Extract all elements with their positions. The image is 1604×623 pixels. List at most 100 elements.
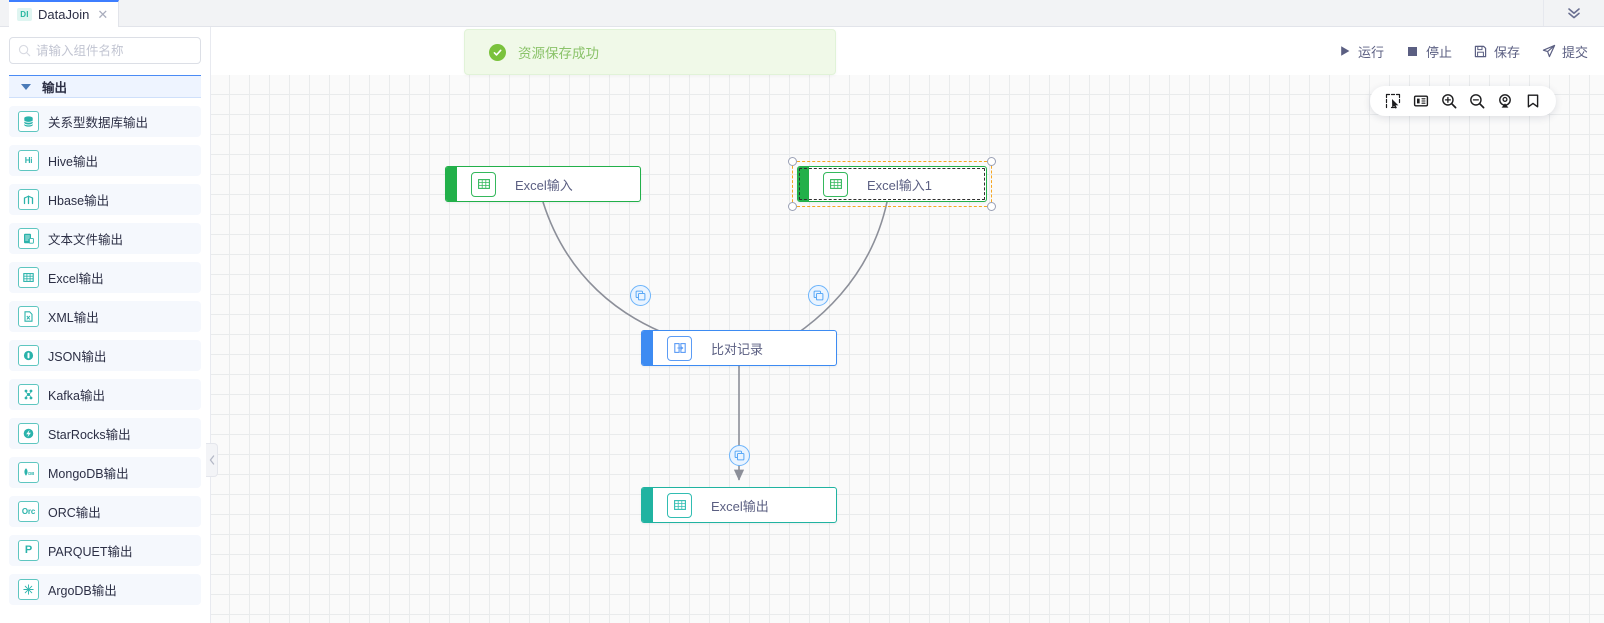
node-accent-bar [642,488,653,522]
component-label: Kafka输出 [48,389,105,403]
component-label: JSON输出 [48,350,107,364]
sidebar-collapse-handle[interactable] [206,443,218,477]
search-section [0,27,210,64]
marquee-select-icon [1385,93,1401,109]
orc-icon: Orc [18,501,39,522]
zoom-in-tool[interactable] [1435,87,1463,115]
bookmark-icon [1527,94,1539,108]
copy-layers-icon [813,290,824,301]
component-item-mongodb-output[interactable]: DB MongoDB输出 [9,457,201,488]
component-label: StarRocks输出 [48,428,131,442]
copy-layers-icon [635,290,646,301]
argodb-icon [18,579,39,600]
tabbar-collapse-button[interactable] [1543,0,1604,26]
toast-message: 资源保存成功 [518,46,599,61]
submit-icon [1542,44,1556,58]
zoom-out-icon [1470,94,1485,109]
database-icon [18,111,39,132]
compare-records-icon [667,335,692,361]
stop-icon [1406,44,1420,58]
flow-node-excel-out[interactable]: Excel输出 [641,487,837,523]
component-item-text-file-output[interactable]: 文本文件输出 [9,223,201,254]
fit-view-tool[interactable] [1491,87,1519,115]
minimap-icon [1413,95,1429,107]
kafka-icon [18,384,39,405]
component-label: Excel输出 [48,272,104,286]
double-chevron-down-icon [1568,8,1580,19]
component-label: Hbase输出 [48,194,110,208]
flow-node-excel-in-1[interactable]: Excel输入1 [797,166,987,202]
component-item-starrocks-output[interactable]: StarRocks输出 [9,418,201,449]
stop-label: 停止 [1425,44,1452,60]
success-check-icon [489,43,506,61]
stop-button[interactable]: 停止 [1406,42,1452,61]
edge-button-excel-in1-to-compare[interactable] [808,285,829,306]
component-item-json-output[interactable]: JSON输出 [9,340,201,371]
component-item-orc-output[interactable]: Orc ORC输出 [9,496,201,527]
bookmark-tool[interactable] [1519,87,1547,115]
component-label: ORC输出 [48,506,101,520]
edge-excel-in-to-compare [542,201,712,351]
excel-table-icon [823,171,848,197]
save-icon [1474,44,1488,58]
node-label: Excel输入1 [867,177,933,193]
toolbar-actions: 运行 停止 保存 提 [1338,27,1588,75]
run-button[interactable]: 运行 [1338,42,1384,61]
component-label: MongoDB输出 [48,467,129,481]
chevron-left-icon [209,455,214,465]
json-icon [18,345,39,366]
node-label: Excel输入 [515,177,573,193]
component-item-xml-output[interactable]: XML输出 [9,301,201,332]
save-button[interactable]: 保存 [1474,42,1520,61]
flow-node-compare-records[interactable]: 比对记录 [641,330,837,366]
component-item-parquet-output[interactable]: P PARQUET输出 [9,535,201,566]
category-label: 输出 [42,81,68,95]
node-accent-bar [798,167,809,201]
tab-datajoin[interactable]: DI DataJoin ✕ [9,0,120,27]
toast-notification: 资源保存成功 [464,29,836,75]
component-label: XML输出 [48,311,99,325]
hbase-icon [18,189,39,210]
component-label: PARQUET输出 [48,545,133,559]
excel-icon [18,267,39,288]
component-item-hive-output[interactable]: Hi Hive输出 [9,145,201,176]
category-header-output[interactable]: 输出 [9,75,201,98]
xml-file-icon [18,306,39,327]
save-label: 保存 [1493,44,1520,60]
node-accent-bar [446,167,457,201]
component-item-argodb-output[interactable]: ArgoDB输出 [9,574,201,605]
submit-button[interactable]: 提交 [1542,42,1588,61]
flow-canvas[interactable]: Excel输入 Excel输入1 [211,27,1604,623]
flow-edges [542,201,888,481]
close-icon[interactable]: ✕ [97,7,109,22]
search-box[interactable] [9,37,201,64]
search-icon [18,44,31,57]
search-input[interactable] [10,43,200,58]
flow-node-excel-in[interactable]: Excel输入 [445,166,641,202]
component-item-kafka-output[interactable]: Kafka输出 [9,379,201,410]
hive-icon: Hi [18,150,39,171]
tab-type-badge: DI [17,8,32,21]
caret-down-icon [21,83,31,90]
select-box-tool[interactable] [1379,87,1407,115]
edge-button-excel-in-to-compare[interactable] [630,285,651,306]
component-label: ArgoDB输出 [48,584,117,598]
text-file-icon [18,228,39,249]
zoom-out-tool[interactable] [1463,87,1491,115]
fit-view-icon [1499,94,1511,108]
submit-label: 提交 [1561,44,1588,60]
excel-table-icon [471,171,496,197]
node-label: Excel输出 [711,498,769,514]
edge-button-compare-to-excel-out[interactable] [729,445,750,466]
canvas-toolbar [1370,86,1556,116]
component-item-hbase-output[interactable]: Hbase输出 [9,184,201,215]
minimap-tool[interactable] [1407,87,1435,115]
zoom-in-icon [1442,94,1457,109]
starrocks-icon [18,423,39,444]
component-item-excel-output[interactable]: Excel输出 [9,262,201,293]
component-item-relational-db-output[interactable]: 关系型数据库输出 [9,106,201,137]
svg-text:DB: DB [28,471,34,476]
play-icon [1338,44,1352,58]
node-label: 比对记录 [711,341,764,357]
